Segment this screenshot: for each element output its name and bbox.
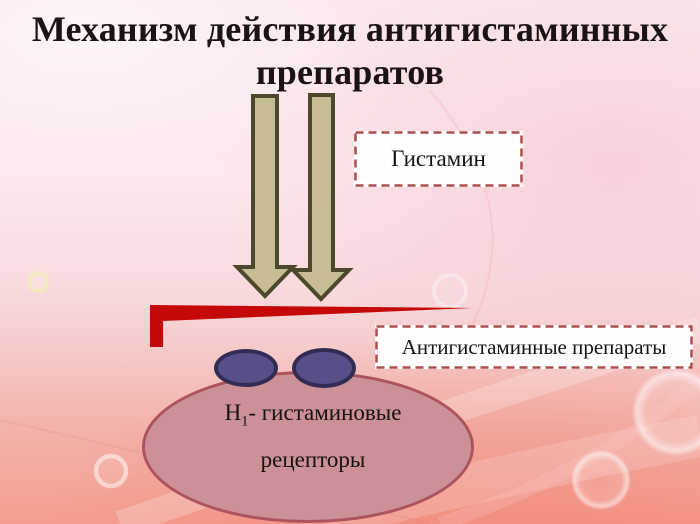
ring-icon: [27, 271, 49, 293]
bubble-icon: [632, 368, 700, 456]
histamine-label: Гистамин: [391, 146, 486, 171]
histamine-box: Гистамин: [354, 131, 523, 187]
h1-receptor-shape: [292, 348, 356, 388]
dashed-border: [375, 325, 693, 369]
h1-receptor-shape: [214, 349, 278, 387]
receptor-label-subscript: 1: [241, 413, 249, 430]
antihistamine-label: Антигистаминные препараты: [401, 334, 667, 359]
down-arrow-icon: [232, 94, 298, 299]
receptor-label: H1- гистаминовые рецепторы: [193, 394, 433, 479]
receptor-label-suffix: - гистаминовые рецепторы: [248, 400, 402, 472]
receptor-label-prefix: H: [224, 400, 242, 425]
dashed-border: [354, 131, 523, 187]
bubble-icon: [571, 450, 631, 510]
ribbon-swirl: [437, 374, 700, 524]
title-text: Механизм действия антигистаминных препар…: [31, 9, 669, 93]
antihistamine-box: Антигистаминные препараты: [375, 325, 693, 369]
receptor-cell-ellipse: [142, 371, 474, 523]
ring-icon: [93, 453, 129, 489]
down-arrow-icon: [288, 93, 354, 302]
page-title: Механизм действия антигистаминных препар…: [0, 8, 700, 94]
ring-icon: [432, 273, 468, 309]
faint-curve: [429, 89, 494, 331]
